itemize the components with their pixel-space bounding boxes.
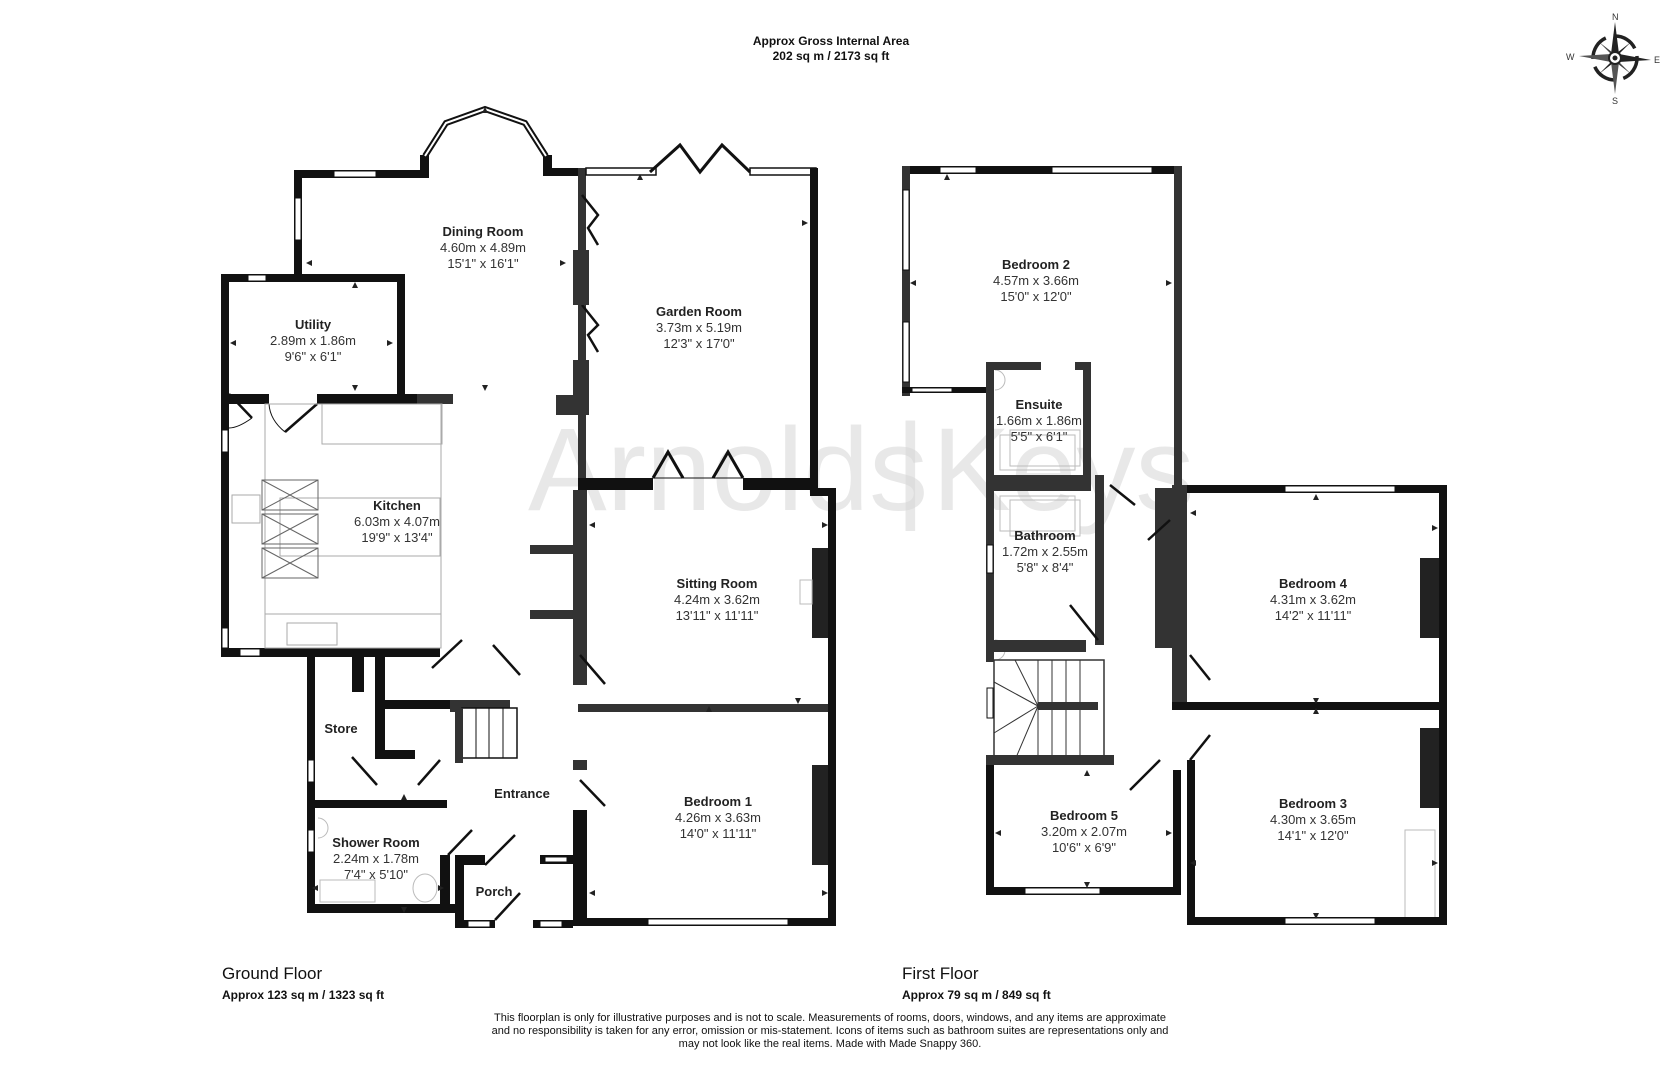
watermark-divider: | (895, 400, 926, 532)
dimension-markers (230, 107, 1438, 919)
utility-name: Utility (295, 317, 332, 332)
garden-room-imperial: 12'3" x 17'0" (663, 336, 735, 351)
bedroom1-imperial: 14'0" x 11'11" (680, 826, 757, 841)
first-floor-title: First Floor (902, 964, 979, 983)
bedroom4-metric: 4.31m x 3.62m (1270, 592, 1356, 607)
compass-s: S (1612, 96, 1618, 104)
shower-room-name: Shower Room (332, 835, 419, 850)
utility-metric: 2.89m x 1.86m (270, 333, 356, 348)
garden-room-name: Garden Room (656, 304, 742, 319)
ensuite-imperial: 5'5" x 6'1" (1011, 429, 1068, 444)
sitting-room-imperial: 13'11" x 11'11" (676, 608, 759, 623)
bedroom5-name: Bedroom 5 (1050, 808, 1118, 823)
bedroom2-metric: 4.57m x 3.66m (993, 273, 1079, 288)
kitchen-imperial: 19'9" x 13'4" (361, 530, 433, 545)
ensuite-metric: 1.66m x 1.86m (996, 413, 1082, 428)
bedroom4-name: Bedroom 4 (1279, 576, 1348, 591)
bedroom3-name: Bedroom 3 (1279, 796, 1347, 811)
bedroom5-metric: 3.20m x 2.07m (1041, 824, 1127, 839)
bedroom1-name: Bedroom 1 (684, 794, 752, 809)
compass-e: E (1654, 55, 1660, 65)
bedroom5-imperial: 10'6" x 6'9" (1052, 840, 1116, 855)
bathroom-name: Bathroom (1014, 528, 1075, 543)
garden-room-metric: 3.73m x 5.19m (656, 320, 742, 335)
first-floor-caption: First Floor Approx 79 sq m / 849 sq ft (902, 964, 1051, 1002)
entrance-name: Entrance (494, 786, 550, 801)
ground-floor-labels: Dining Room 4.60m x 4.89m 15'1" x 16'1" … (270, 224, 761, 899)
dining-room-metric: 4.60m x 4.89m (440, 240, 526, 255)
first-floor-labels: Bedroom 2 4.57m x 3.66m 15'0" x 12'0" En… (993, 257, 1356, 855)
bedroom1-metric: 4.26m x 3.63m (675, 810, 761, 825)
compass-rose-icon: N E S W (1566, 12, 1660, 104)
disclaimer-line-3: may not look like the real items. Made w… (678, 1038, 982, 1050)
kitchen-metric: 6.03m x 4.07m (354, 514, 440, 529)
shower-room-imperial: 7'4" x 5'10" (344, 867, 408, 882)
gia-label: Approx Gross Internal Area (752, 34, 910, 48)
sitting-room-metric: 4.24m x 3.62m (674, 592, 760, 607)
kitchen-name: Kitchen (373, 498, 421, 513)
shower-room-metric: 2.24m x 1.78m (333, 851, 419, 866)
bathroom-imperial: 5'8" x 8'4" (1017, 560, 1074, 575)
ground-floor-title: Ground Floor (222, 964, 323, 983)
bathroom-metric: 1.72m x 2.55m (1002, 544, 1088, 559)
bedroom3-imperial: 14'1" x 12'0" (1277, 828, 1349, 843)
disclaimer-line-2: and no responsibility is taken for any e… (491, 1025, 1169, 1037)
first-floor-area: Approx 79 sq m / 849 sq ft (902, 988, 1051, 1002)
compass-n: N (1612, 12, 1619, 22)
watermark-left: Arnolds (528, 404, 928, 536)
first-floor-plan (902, 166, 1447, 925)
bedroom2-imperial: 15'0" x 12'0" (1000, 289, 1072, 304)
dining-room-name: Dining Room (443, 224, 524, 239)
disclaimer: This floorplan is only for illustrative … (480, 1012, 1180, 1051)
ensuite-name: Ensuite (1016, 397, 1063, 412)
ground-floor-area: Approx 123 sq m / 1323 sq ft (222, 988, 385, 1002)
porch-name: Porch (476, 884, 513, 899)
dining-room-imperial: 15'1" x 16'1" (447, 256, 519, 271)
ground-floor-caption: Ground Floor Approx 123 sq m / 1323 sq f… (222, 964, 384, 1002)
utility-imperial: 9'6" x 6'1" (285, 349, 342, 364)
disclaimer-line-1: This floorplan is only for illustrative … (494, 1012, 1166, 1024)
gia-value: 202 sq m / 2173 sq ft (772, 49, 890, 63)
sitting-room-name: Sitting Room (677, 576, 758, 591)
bedroom3-metric: 4.30m x 3.65m (1270, 812, 1356, 827)
bedroom2-name: Bedroom 2 (1002, 257, 1070, 272)
store-name: Store (324, 721, 357, 736)
bedroom4-imperial: 14'2" x 11'11" (1275, 608, 1352, 623)
watermark: Arnolds | Keys (528, 400, 1194, 536)
compass-w: W (1566, 52, 1575, 62)
gross-internal-area: Approx Gross Internal Area 202 sq m / 21… (0, 34, 1662, 64)
